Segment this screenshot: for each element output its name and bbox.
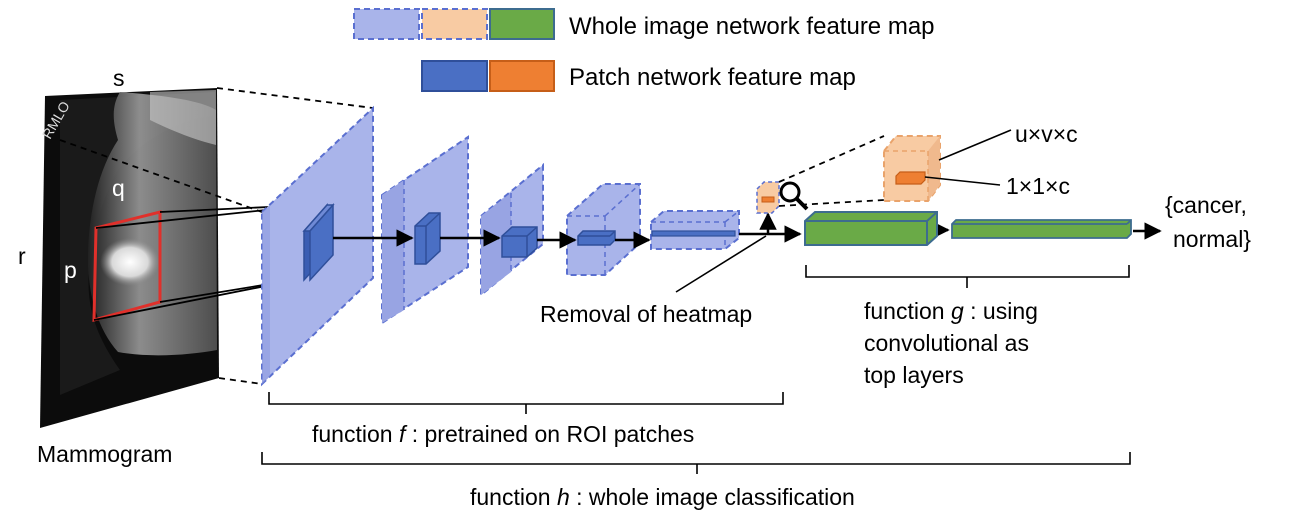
legend-patch-label: Patch network feature map xyxy=(569,64,856,91)
output-label-line2: normal} xyxy=(1173,226,1251,252)
flow-arrows xyxy=(333,212,1162,249)
heatmap-pointer-line xyxy=(675,235,767,293)
corner-label-q: q xyxy=(112,175,125,201)
zoomed-heatmap-cube xyxy=(883,135,941,202)
function-f-label: function f : pretrained on ROI patches xyxy=(312,421,694,447)
function-g-line3: top layers xyxy=(864,362,964,388)
zoom-lines xyxy=(778,135,885,207)
function-g-line2: convolutional as xyxy=(864,330,1029,356)
mammogram-image: RMLO s q p r Mammogram xyxy=(18,65,219,467)
heatmap-removal-label: Removal of heatmap xyxy=(540,301,752,327)
brace-f xyxy=(268,392,784,414)
output-label-line1: {cancer, xyxy=(1165,192,1247,218)
function-h-label: function h : whole image classification xyxy=(470,484,855,510)
projection-lines xyxy=(59,87,374,385)
breast-tissue xyxy=(88,92,217,356)
uvc-label: u×v×c xyxy=(1015,121,1078,147)
feature-map-5 xyxy=(650,210,740,250)
brace-h xyxy=(261,452,1131,474)
feature-map-4 xyxy=(566,183,641,276)
mammogram-label: Mammogram xyxy=(37,441,172,467)
patch-cube-3 xyxy=(501,226,538,258)
legend-patch-orange-swatch xyxy=(489,60,555,92)
legend-patch-blue-swatch xyxy=(421,60,488,92)
patch-cube-5 xyxy=(651,230,736,237)
green-conv-layer-1 xyxy=(804,211,938,246)
corner-label-p: p xyxy=(64,257,77,283)
green-conv-layer-2 xyxy=(951,219,1132,239)
legend: Whole image network feature map Patch ne… xyxy=(353,8,935,92)
legend-whole-blue-swatch xyxy=(353,8,420,40)
patch-cube-4 xyxy=(577,230,616,246)
patch-cube-2 xyxy=(414,212,441,265)
lesion xyxy=(100,238,160,286)
1x1xc-label: 1×1×c xyxy=(1006,173,1070,199)
legend-whole-label: Whole image network feature map xyxy=(569,13,935,40)
brace-g xyxy=(805,265,1130,288)
legend-whole-peach-swatch xyxy=(421,8,488,40)
corner-label-r: r xyxy=(18,243,26,269)
function-g-label: function g : using xyxy=(864,298,1038,324)
corner-label-s: s xyxy=(113,65,125,91)
legend-whole-green-swatch xyxy=(489,8,555,40)
heatmap-cube xyxy=(756,181,780,214)
zoom-callout-lines xyxy=(924,129,1012,186)
patch-cube-1 xyxy=(302,203,335,282)
